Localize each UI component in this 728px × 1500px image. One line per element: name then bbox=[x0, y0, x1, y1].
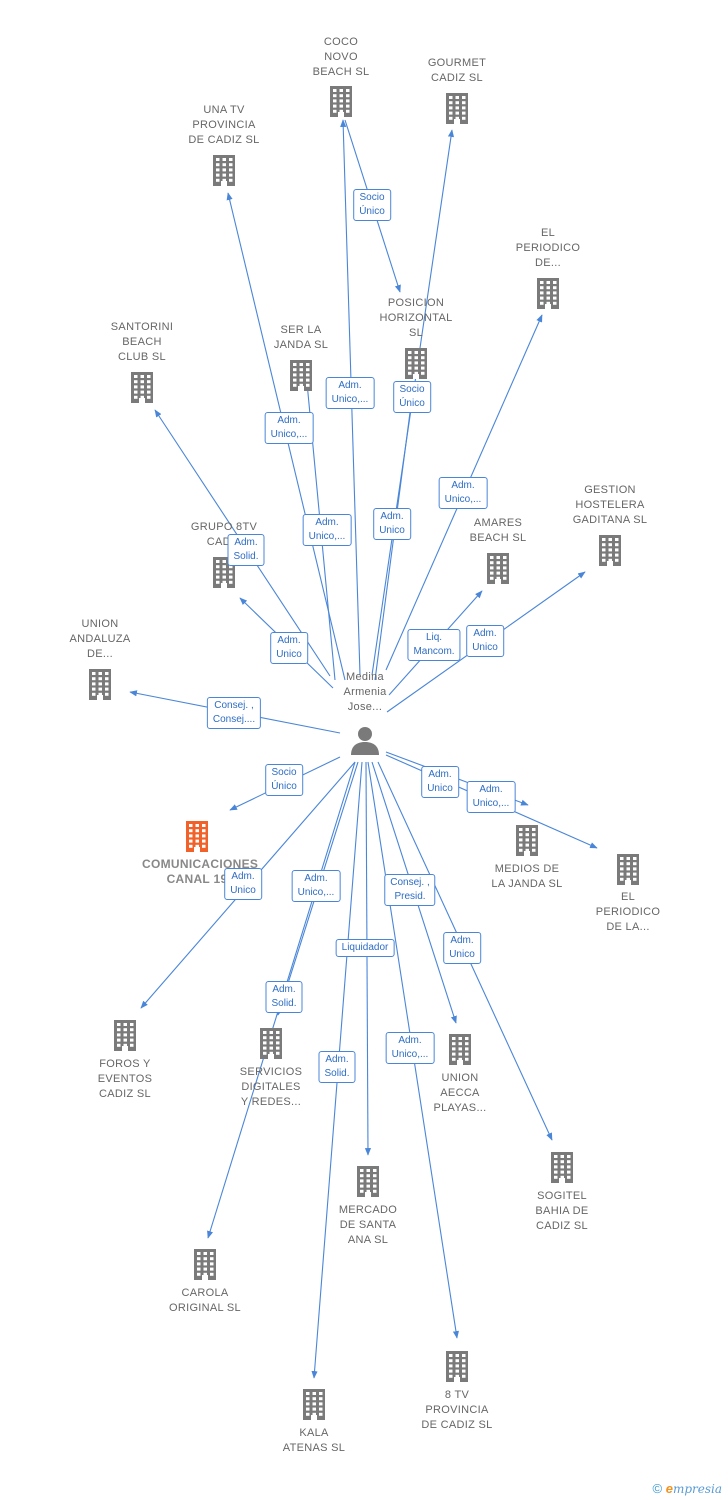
building-icon[interactable] bbox=[513, 823, 541, 862]
building-icon[interactable] bbox=[443, 91, 471, 130]
edge-label-adm_medios: Adm. Unico bbox=[421, 766, 459, 798]
building-icon[interactable] bbox=[548, 1150, 576, 1189]
edge-label-adm_foros: Adm. Unico bbox=[224, 868, 262, 900]
building-icon[interactable] bbox=[327, 84, 355, 123]
edge-label-adm_santorini: Adm. Unico bbox=[270, 632, 308, 664]
edge-label-adm_sogitel: Adm. Unico bbox=[443, 932, 481, 964]
company-label-mercado[interactable]: MERCADO DE SANTA ANA SL bbox=[338, 1204, 398, 1246]
edge-label-adm_coco: Adm. Unico,... bbox=[325, 377, 375, 409]
building-icon[interactable] bbox=[191, 1247, 219, 1286]
person-icon[interactable] bbox=[349, 724, 381, 756]
building-icon[interactable] bbox=[183, 819, 211, 858]
relationship-edge bbox=[364, 761, 372, 1156]
company-label-posicion[interactable]: POSICION HORIZONTAL SL bbox=[379, 297, 453, 339]
edge-label-liq_amares: Liq. Mancom. bbox=[407, 629, 461, 661]
company-label-tv8[interactable]: 8 TV PROVINCIA DE CADIZ SL bbox=[421, 1389, 493, 1431]
company-label-canal19[interactable]: COMUNICACIONES CANAL 19 bbox=[142, 857, 259, 886]
building-icon[interactable] bbox=[111, 1018, 139, 1057]
building-icon[interactable] bbox=[86, 667, 114, 706]
edge-label-adm_serla: Adm. Unico,... bbox=[302, 514, 352, 546]
footer-brand: © empresia bbox=[652, 1481, 722, 1496]
building-icon[interactable] bbox=[128, 370, 156, 409]
edge-label-adm_unatv: Adm. Unico,... bbox=[264, 412, 314, 444]
edge-label-adm_gourmet: Adm. Unico bbox=[373, 508, 411, 540]
building-icon[interactable] bbox=[534, 276, 562, 315]
building-icon[interactable] bbox=[443, 1349, 471, 1388]
edge-label-solid_servicios: Adm. Solid. bbox=[265, 981, 303, 1013]
company-label-union[interactable]: UNION ANDALUZA DE... bbox=[69, 618, 131, 660]
company-label-periodico1[interactable]: EL PERIODICO DE... bbox=[515, 227, 581, 269]
edge-label-socio1: Socio Único bbox=[353, 189, 391, 221]
building-icon[interactable] bbox=[257, 1026, 285, 1065]
company-label-gestion[interactable]: GESTION HOSTELERA GADITANA SL bbox=[572, 484, 648, 526]
company-label-amares[interactable]: AMARES BEACH SL bbox=[469, 517, 527, 544]
copyright-symbol: © bbox=[652, 1481, 663, 1496]
edge-label-adm_tv8: Adm. Unico,... bbox=[385, 1032, 435, 1064]
edge-label-consej_union: Consej. , Consej.... bbox=[206, 697, 262, 729]
edge-label-adm_periodico2: Adm. Unico,... bbox=[466, 781, 516, 813]
company-label-aecca[interactable]: UNION AECCA PLAYAS... bbox=[433, 1072, 487, 1114]
building-icon[interactable] bbox=[354, 1164, 382, 1203]
edge-label-socio2: Socio Único bbox=[393, 381, 431, 413]
brand-logo-text: mpresia bbox=[672, 1482, 722, 1496]
edge-label-adm_carola: Adm. Unico,... bbox=[291, 870, 341, 902]
building-icon[interactable] bbox=[287, 358, 315, 397]
edge-label-solid_grupo: Adm. Solid. bbox=[227, 534, 265, 566]
brand-logo-e: e bbox=[665, 1481, 673, 1496]
building-icon[interactable] bbox=[596, 533, 624, 572]
building-icon[interactable] bbox=[402, 346, 430, 385]
company-label-coco[interactable]: COCO NOVO BEACH SL bbox=[312, 36, 370, 78]
company-label-gourmet[interactable]: GOURMET CADIZ SL bbox=[427, 57, 487, 84]
company-label-kala[interactable]: KALA ATENAS SL bbox=[282, 1427, 346, 1454]
edge-label-adm_periodico: Adm. Unico,... bbox=[438, 477, 488, 509]
building-icon[interactable] bbox=[484, 551, 512, 590]
company-label-santorini[interactable]: SANTORINI BEACH CLUB SL bbox=[110, 321, 174, 363]
company-label-medios[interactable]: MEDIOS DE LA JANDA SL bbox=[491, 863, 563, 890]
building-icon[interactable] bbox=[210, 153, 238, 192]
company-label-sogitel[interactable]: SOGITEL BAHIA DE CADIZ SL bbox=[535, 1190, 589, 1232]
company-label-periodico2[interactable]: EL PERIODICO DE LA... bbox=[595, 891, 661, 933]
company-label-unatv[interactable]: UNA TV PROVINCIA DE CADIZ SL bbox=[188, 104, 260, 146]
building-icon[interactable] bbox=[614, 852, 642, 891]
company-label-foros[interactable]: FOROS Y EVENTOS CADIZ SL bbox=[97, 1058, 153, 1100]
company-label-servicios[interactable]: SERVICIOS DIGITALES Y REDES... bbox=[239, 1066, 303, 1108]
edge-label-socio_canal: Socio Único bbox=[265, 764, 303, 796]
building-icon[interactable] bbox=[300, 1387, 328, 1426]
company-label-carola[interactable]: CAROLA ORIGINAL SL bbox=[169, 1287, 241, 1314]
center-person-label[interactable]: Medina Armenia Jose... bbox=[343, 671, 387, 713]
edge-label-adm_gestion: Adm. Unico bbox=[466, 625, 504, 657]
edge-label-presid_aecca: Consej. , Presid. bbox=[384, 874, 436, 906]
edge-label-solid_kala: Adm. Solid. bbox=[318, 1051, 356, 1083]
edge-label-liquidador: Liquidador bbox=[335, 939, 395, 957]
company-label-serla[interactable]: SER LA JANDA SL bbox=[273, 324, 329, 351]
building-icon[interactable] bbox=[446, 1032, 474, 1071]
